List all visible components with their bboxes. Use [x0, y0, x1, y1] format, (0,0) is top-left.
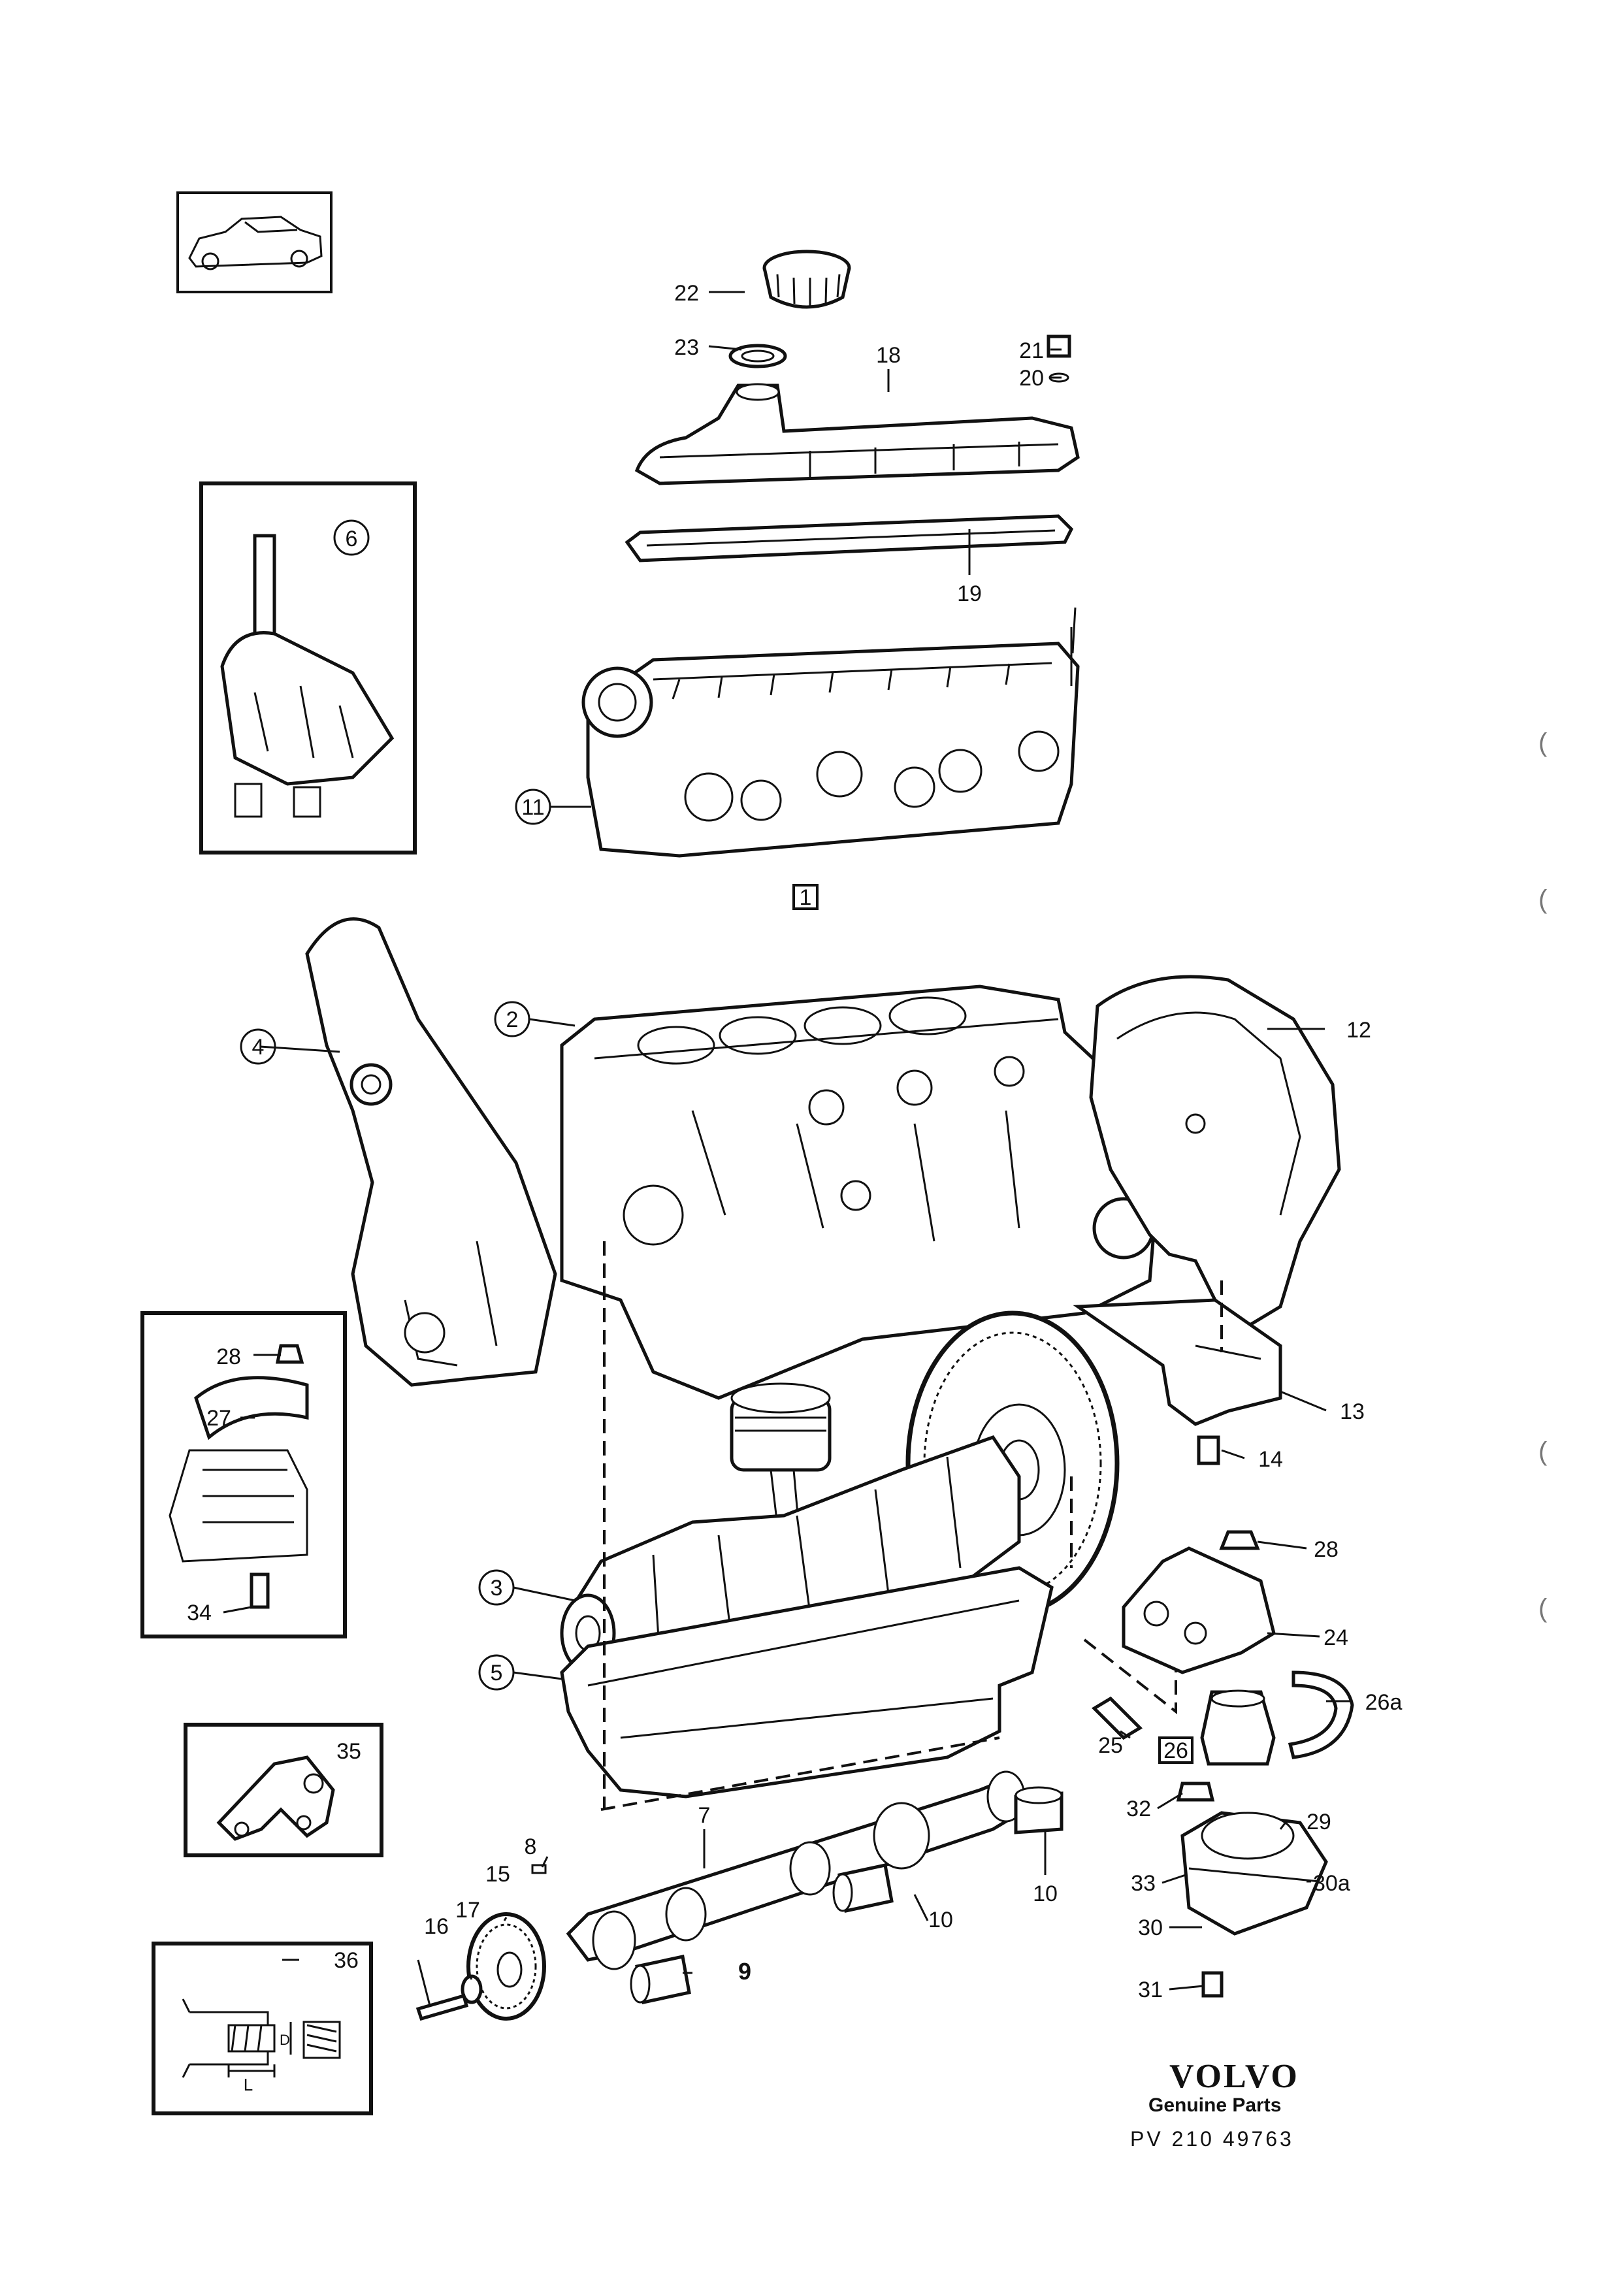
oil-pan: [560, 1566, 1054, 1799]
callout-4: 4: [252, 1035, 265, 1060]
margin-mark-3: (: [1538, 1437, 1548, 1466]
callout-19: 19: [957, 581, 982, 606]
mount-base: [1180, 1811, 1328, 1936]
heat-shield-26a: [1288, 1670, 1354, 1759]
leader-lines: [223, 291, 1352, 2006]
dimension-L: L: [244, 2075, 253, 2094]
callout-21: 21: [1019, 338, 1044, 363]
callout-7: 7: [698, 1803, 711, 1828]
callout-8: 8: [525, 1834, 537, 1859]
callout-36: 36: [334, 1948, 359, 1973]
callout-circle-5: [478, 1654, 515, 1691]
gear-bolt: [415, 1993, 469, 2021]
rubber-mount: [1200, 1689, 1276, 1766]
callout-5: 5: [491, 1661, 503, 1685]
callout-27: 27: [206, 1406, 231, 1431]
callout-24: 24: [1324, 1625, 1348, 1650]
callout-3: 3: [491, 1576, 503, 1601]
intermediate-shaft-gear: [466, 1912, 546, 2021]
inset-bracket-35: [184, 1723, 383, 1857]
callout-26: 26: [1163, 1738, 1188, 1763]
margin-mark-4: (: [1538, 1594, 1548, 1623]
callout-26a: 26a: [1365, 1690, 1403, 1715]
engine-mount-bracket: [1122, 1546, 1276, 1674]
callout-23: 23: [674, 335, 699, 360]
engine-bracket-lower: [1073, 1298, 1282, 1426]
callout-circle-4: [240, 1028, 276, 1065]
callout-14: 14: [1258, 1447, 1283, 1472]
callout-box-1: [792, 884, 819, 910]
callout-22: 22: [674, 281, 699, 306]
brand-tagline: Genuine Parts: [1148, 2094, 1281, 2116]
vehicle-thumbnail: [176, 191, 333, 293]
margin-mark-1: (: [1538, 728, 1548, 757]
timing-belt-cover: [305, 917, 557, 1387]
valve-cover-bolt: [1047, 334, 1071, 358]
callout-15: 15: [485, 1862, 510, 1887]
mount-nut-28: [1219, 1530, 1260, 1550]
callout-28-left: 28: [216, 1344, 241, 1369]
callout-30: 30: [1138, 1915, 1163, 1940]
valve-cover: [634, 383, 1080, 485]
callout-box-26: [1158, 1736, 1194, 1764]
filler-cap-seal: [728, 344, 787, 368]
callout-17: 17: [455, 1898, 480, 1923]
gear-washer: [461, 1974, 483, 2004]
callout-25: 25: [1098, 1733, 1123, 1758]
bracket-bolt: [1197, 1435, 1220, 1465]
margin-mark-2: (: [1538, 885, 1548, 914]
inset-shield: [140, 1311, 347, 1638]
piston: [730, 1382, 832, 1582]
callout-20: 20: [1019, 366, 1044, 391]
inset-breather: [199, 481, 417, 855]
part-reference: PV 210 49763: [1130, 2127, 1294, 2151]
flywheel-housing: [1089, 975, 1341, 1328]
dimension-D: D: [280, 2032, 290, 2048]
callout-13: 13: [1340, 1399, 1365, 1424]
callout-6: 6: [346, 527, 358, 551]
callout-35: 35: [336, 1739, 361, 1764]
bearing-9: [630, 1955, 691, 2004]
callout-32: 32: [1126, 1797, 1151, 1821]
callout-33: 33: [1131, 1871, 1156, 1896]
mount-nut-32: [1176, 1782, 1215, 1802]
mount-bolt-31: [1201, 1971, 1224, 1998]
callout-circle-3: [478, 1569, 515, 1606]
callout-circle-11: [515, 789, 551, 825]
cylinder-head: [581, 607, 1080, 858]
callout-10-left: 10: [928, 1908, 953, 1932]
oil-filler-cap: [762, 250, 851, 309]
callout-1: 1: [800, 885, 812, 910]
callout-30a: 30a: [1313, 1871, 1350, 1896]
mount-bolt-25: [1091, 1696, 1143, 1740]
brand-logo: VOLVO: [1169, 2058, 1299, 2095]
bearing-10-right: [1014, 1786, 1064, 1834]
engine-block: [560, 985, 1165, 1400]
inset-thread-repair-36: [152, 1942, 373, 2115]
callout-29: 29: [1307, 1810, 1331, 1834]
callout-10-right: 10: [1033, 1881, 1058, 1906]
bearing-10-left: [832, 1863, 894, 1913]
callout-2: 2: [506, 1007, 519, 1032]
callout-circle-2: [494, 1001, 530, 1037]
callout-9: 9: [738, 1958, 751, 1985]
callout-11: 11: [521, 795, 544, 820]
callout-31: 31: [1138, 1978, 1163, 2002]
callout-18: 18: [876, 343, 901, 368]
callout-28-right: 28: [1314, 1537, 1339, 1562]
callout-34: 34: [187, 1601, 212, 1625]
callout-16: 16: [424, 1914, 449, 1939]
callout-12: 12: [1346, 1018, 1371, 1043]
intermediate-shaft: [566, 1770, 1028, 1970]
